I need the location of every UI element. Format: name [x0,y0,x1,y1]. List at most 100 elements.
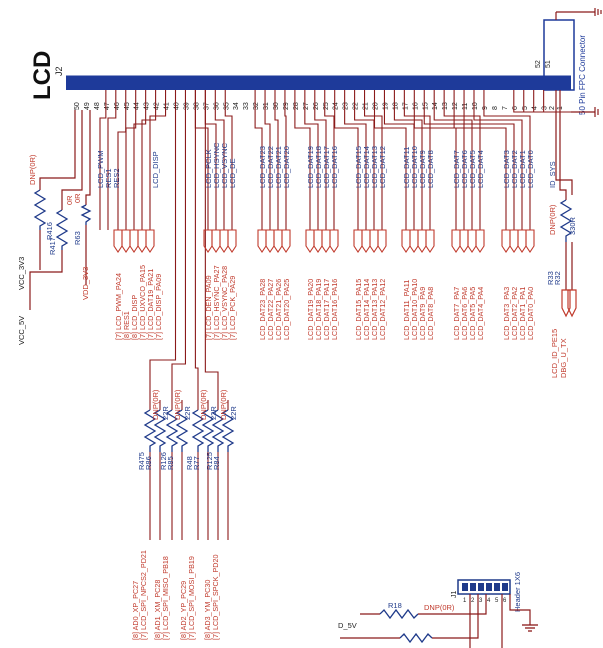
signal-wire [364,90,383,230]
connector-pin-number: 4 [532,106,539,110]
header-power: D_5V [338,621,357,630]
connector-pin-number: 8 [492,106,499,110]
net-flag [273,229,283,253]
id-ref1: R32 [553,271,562,285]
signal-wire [254,90,263,230]
signal-wire [274,90,279,230]
signal-wire [403,90,431,230]
net-flag [145,229,155,253]
resistor-ref2: R84 [212,456,221,470]
connector-pin-number: 34 [233,102,240,110]
bus-label: ID_SYS [548,161,557,188]
net-flag [329,229,339,253]
connector-pin-number: 3 [542,106,549,110]
connector-pin-number: 45 [124,102,131,110]
header-pin [502,583,508,591]
connector-pin-number: 46 [114,102,121,110]
net-label: LCD_DAT1_PA1 [518,287,527,340]
bus-label: LCD_DAT21 [274,146,283,188]
net-label: LCD_DAT2_PA2 [510,287,519,340]
header-ref: J1 [451,591,458,599]
net-label: LCD_DAT12_PA12 [378,279,387,340]
id-net-label-1: LCD_ID_PE15 [550,329,559,378]
bus-label: LCD_DAT16 [330,146,339,188]
resistor-dnp: DNP(0R) [219,389,228,420]
signal-wire [324,90,335,230]
connector-ref: J2 [54,66,64,76]
net-label: [7] LCD_UXVCO_PA15 [138,265,147,340]
bus-label: LCD_HSYNC [212,142,221,188]
connector-pin-number: 21 [363,102,370,110]
net-flag [227,229,237,253]
connector-pin-number: 11 [462,103,469,110]
net-flag [281,229,291,253]
resistor-r417-body [55,209,69,250]
connector-pin-number: 14 [432,102,439,110]
header-pin-number: 3 [479,598,483,604]
signal-wire [463,90,515,230]
bus-label: LCD_DAT0 [526,150,535,188]
header-pin-number: 2 [471,598,475,604]
bus-label: RES1 [104,168,113,188]
resistor-r417-value: 0R [65,195,74,205]
net-flag [313,229,323,253]
resistor-ref: R475 [137,452,146,470]
spi-label-a: [8] AD2_YP_PC29 [179,581,188,640]
spi-label-a: [8] AD1_XM_PC28 [153,580,162,640]
spi-label-b: [7] LCD_SPI_MISO_PB18 [161,556,170,640]
net-label: LCD_DAT15_PA15 [354,279,363,340]
connector-pin-number: 6 [512,106,519,110]
bus-label: LCD_DAT1 [518,150,527,188]
connector-pin-number: 38 [193,102,200,110]
connector-pin-number: 20 [373,102,380,110]
bus-label: LCD_DAT15 [354,146,363,188]
connector-pin-number: 24 [333,102,340,110]
bus-label: LCD_DISP [151,151,160,188]
net-label: [7] LCD_VSYNC_PA28 [220,266,229,340]
bus-label: LCD_DAT23 [258,146,267,188]
power-vdd-3v3: VDD_3V3 [81,267,90,300]
id-dnp-label: DNP(0R) [548,204,557,235]
net-label: LCD_DAT13_PA13 [370,279,379,340]
connector-pin-number: 10 [472,102,479,110]
net-label: LCD_DAT20_PA25 [282,279,291,340]
signal-wire [433,90,473,230]
connector-pin-number: 30 [273,102,280,110]
signal-wire [214,90,225,230]
net-flag [121,229,131,253]
resistor-ref2: R85 [166,456,175,470]
signal-wire [483,90,531,230]
connector-pin-number: 33 [243,102,250,110]
resistor-ref2: R86 [144,456,153,470]
id-net-label-2: DBG_U_TX [559,338,568,378]
net-flag [509,229,519,253]
signal-wire [383,90,415,230]
connector-pin-number: 28 [293,102,300,110]
net-label: [7] LCD_DISP_PA09 [154,274,163,340]
signal-wire [141,90,157,230]
connector-pin-number: 39 [183,102,190,110]
net-flag [417,229,427,253]
net-flag [305,229,315,253]
net-flag [451,229,461,253]
connector-pin-number: 37 [203,102,210,110]
bus-label: LCD_DAT10 [410,146,419,188]
connector-pin-number: 26 [313,102,320,110]
header-pin [486,583,492,591]
net-flag [361,229,371,253]
net-label: [7] LCD_DEN_PA09 [204,275,213,340]
net-flag [265,229,275,253]
connector-pin-number: 7 [502,106,509,110]
net-label: LCD_DAT17_PA17 [322,279,331,340]
signal-wire [334,90,359,230]
connector-pin-number: 2 [549,106,556,110]
ground-wire [543,90,571,113]
header-pin [494,583,500,591]
header-pin-number: 6 [503,598,507,604]
signal-wire [284,90,287,230]
